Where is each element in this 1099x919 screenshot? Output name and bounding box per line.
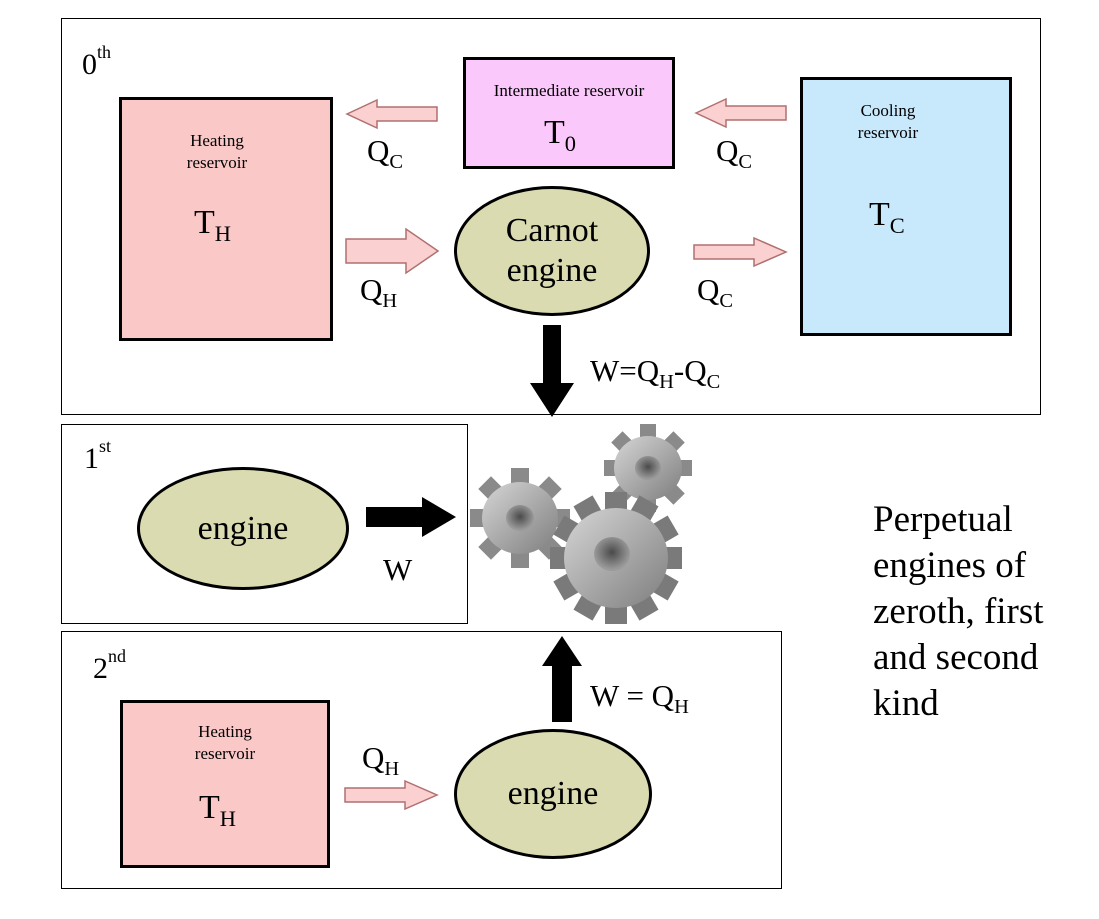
first-engine: engine (137, 467, 349, 590)
heat-arrow-qc-right (693, 236, 788, 268)
heating-temperature: TH (194, 204, 231, 246)
second-heating-reservoir: Heating reservoir TH (120, 700, 330, 868)
work-label-zeroth: W=QH-QC (590, 353, 721, 394)
qh-label-second: QH (362, 740, 400, 781)
heat-arrow-qh-second (344, 779, 439, 811)
second-engine: engine (454, 729, 652, 859)
heating-reservoir: Heating reservoir TH (119, 97, 333, 341)
second-heating-temperature: TH (199, 789, 236, 831)
second-kind-label: 2nd (93, 646, 126, 686)
first-kind-label: 1st (84, 436, 112, 476)
intermediate-temperature: T0 (544, 114, 576, 156)
work-arrow-down (530, 325, 574, 417)
qc-label-right-bottom: QC (697, 272, 734, 313)
heat-arrow-qh-zeroth (345, 227, 440, 275)
work-arrow-up (542, 636, 582, 722)
carnot-engine: Carnot engine (454, 186, 650, 316)
cooling-reservoir: Cooling reservoir TC (800, 77, 1012, 336)
heat-arrow-left-top (345, 98, 438, 130)
second-heating-reservoir-label: Heating reservoir (194, 722, 256, 763)
gears-icon (470, 424, 692, 624)
qh-label-zeroth: QH (360, 272, 398, 313)
intermediate-reservoir: Intermediate reservoir T0 (463, 57, 675, 169)
zeroth-kind-label: 0th (82, 42, 112, 82)
work-label-first: W (383, 552, 413, 587)
intermediate-reservoir-label: Intermediate reservoir (493, 81, 645, 100)
cooling-temperature: TC (869, 196, 905, 238)
diagram-caption: Perpetual engines of zeroth, first and s… (873, 499, 1044, 724)
cooling-reservoir-label: Cooling reservoir (857, 101, 919, 142)
heating-reservoir-label: Heating reservoir (186, 131, 248, 172)
work-label-second: W = QH (590, 678, 689, 719)
qc-label-left: QC (367, 133, 404, 174)
qc-label-right-top: QC (716, 133, 753, 174)
work-arrow-first (366, 497, 456, 537)
heat-arrow-right-top (694, 97, 787, 129)
